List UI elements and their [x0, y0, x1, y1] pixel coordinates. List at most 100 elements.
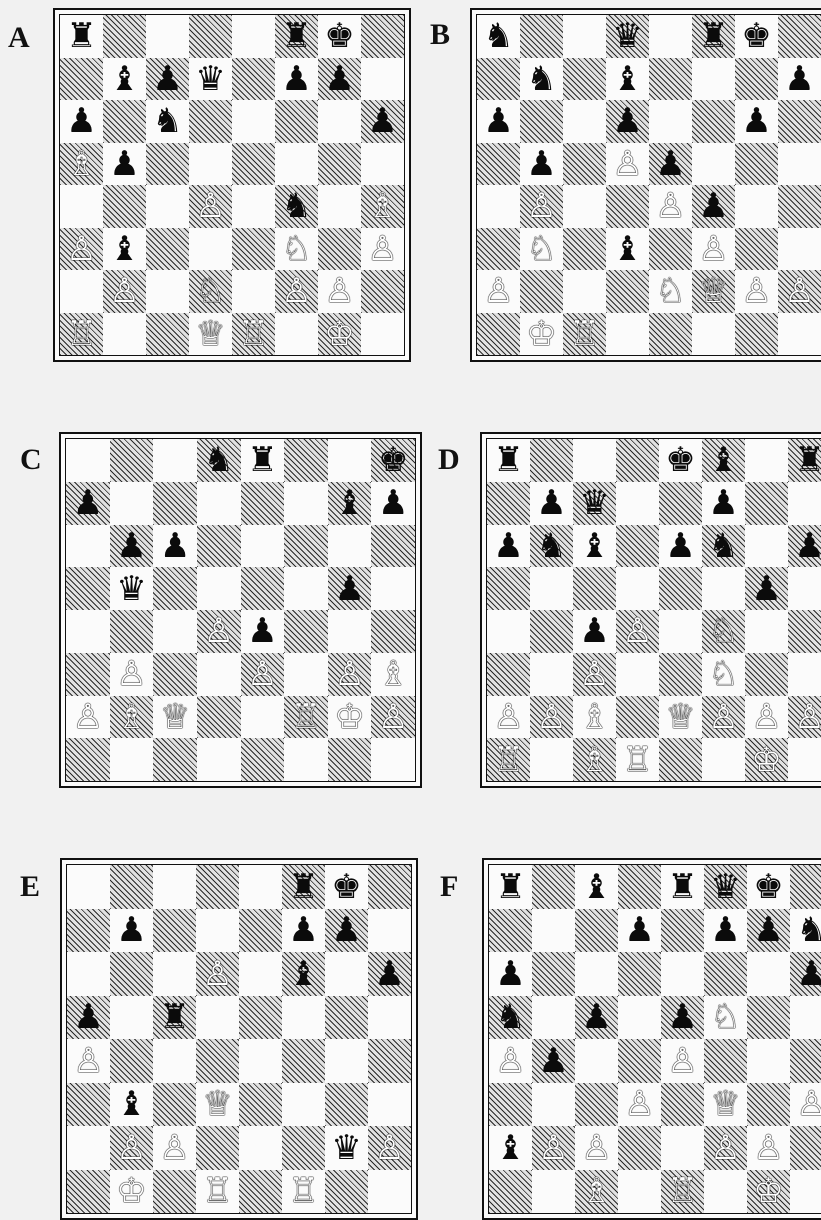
- board-square: ♙: [487, 696, 530, 739]
- board-square: [702, 567, 745, 610]
- board-square: [282, 1126, 325, 1170]
- white-pawn-icon: ♙: [495, 1044, 525, 1078]
- board-square: [532, 952, 575, 996]
- board-square: [735, 58, 778, 101]
- board-square: ♙: [318, 270, 361, 313]
- white-knight-icon: ♘: [708, 657, 738, 691]
- board-square: [189, 228, 232, 271]
- board-square: [649, 313, 692, 356]
- board-square: [318, 185, 361, 228]
- board-square: ♟: [745, 567, 788, 610]
- board-square: [778, 185, 821, 228]
- board-square: ♜: [153, 996, 196, 1040]
- board-square: ♙: [702, 696, 745, 739]
- chess-board: ♜♝♜♛♚♟♟♟♞♟♟♞♟♟♘♙♟♙♙♕♙♝♙♙♙♙♗♖♔: [482, 858, 821, 1220]
- board-square: [747, 952, 790, 996]
- board-square: [661, 909, 704, 953]
- board-square: ♙: [103, 270, 146, 313]
- white-knight-icon: ♘: [708, 614, 738, 648]
- board-square: ♙: [477, 270, 520, 313]
- board-square: ♟: [368, 952, 411, 996]
- chess-board: ♜♚♟♟♟♙♝♟♟♜♙♝♕♙♙♛♙♔♖♖: [60, 858, 418, 1220]
- board-square: [747, 1083, 790, 1127]
- white-king-icon: ♔: [116, 1174, 146, 1208]
- board-square: ♗: [361, 185, 404, 228]
- board-square: ♛: [704, 865, 747, 909]
- board-square: [67, 1126, 110, 1170]
- board-square: ♝: [606, 58, 649, 101]
- board-square: [110, 865, 153, 909]
- black-pawn-icon: ♟: [612, 104, 642, 138]
- board-square: [153, 482, 197, 525]
- board-square: [239, 1170, 282, 1214]
- black-pawn-icon: ♟: [698, 189, 728, 223]
- diagram-label: E: [20, 872, 40, 902]
- board-square: [790, 1170, 821, 1214]
- board-square: ♜: [487, 439, 530, 482]
- board-square: ♖: [563, 313, 606, 356]
- board-square: ♙: [489, 1039, 532, 1083]
- board-square: [232, 15, 275, 58]
- board-square: [616, 653, 659, 696]
- board-square: [275, 313, 318, 356]
- black-rook-icon: ♜: [247, 443, 277, 477]
- board-square: [232, 228, 275, 271]
- board-square: ♔: [520, 313, 563, 356]
- board-square: [520, 100, 563, 143]
- diagram-label: B: [430, 20, 450, 50]
- white-pawn-icon: ♙: [784, 274, 814, 308]
- board-square: [67, 1083, 110, 1127]
- board-square: [487, 610, 530, 653]
- board-square: [487, 567, 530, 610]
- board-square: ♙: [661, 1039, 704, 1083]
- board-square: [103, 313, 146, 356]
- white-queen-icon: ♕: [665, 700, 695, 734]
- black-pawn-icon: ♟: [741, 104, 771, 138]
- black-pawn-icon: ♟: [66, 104, 96, 138]
- board-square: ♕: [692, 270, 735, 313]
- white-pawn-icon: ♙: [483, 274, 513, 308]
- black-pawn-icon: ♟: [493, 529, 523, 563]
- black-bishop-icon: ♝: [288, 957, 318, 991]
- board-square: ♟: [659, 525, 702, 568]
- board-square: ♟: [477, 100, 520, 143]
- board-square: [146, 228, 189, 271]
- white-pawn-icon: ♙: [73, 1044, 103, 1078]
- board-square: [790, 1126, 821, 1170]
- board-square: ♚: [735, 15, 778, 58]
- board-square: [146, 15, 189, 58]
- board-square: ♙: [189, 185, 232, 228]
- black-pawn-icon: ♟: [73, 1000, 103, 1034]
- board-grid: ♞♜♚♟♝♟♟♟♛♟♙♟♙♙♙♗♙♗♕♖♔♙: [65, 438, 416, 782]
- board-square: ♙: [735, 270, 778, 313]
- white-bishop-icon: ♗: [579, 700, 609, 734]
- board-square: [60, 185, 103, 228]
- board-square: ♔: [318, 313, 361, 356]
- black-bishop-icon: ♝: [109, 62, 139, 96]
- black-pawn-icon: ♟: [334, 572, 364, 606]
- black-queen-icon: ♛: [612, 19, 642, 53]
- board-square: ♟: [520, 143, 563, 186]
- board-square: [284, 439, 328, 482]
- board-square: [563, 228, 606, 271]
- white-pawn-icon: ♙: [281, 274, 311, 308]
- black-bishop-icon: ♝: [581, 870, 611, 904]
- white-pawn-icon: ♙: [367, 232, 397, 266]
- black-pawn-icon: ♟: [374, 957, 404, 991]
- board-square: ♞: [530, 525, 573, 568]
- white-pawn-icon: ♙: [796, 1087, 821, 1121]
- board-square: [196, 1039, 239, 1083]
- white-pawn-icon: ♙: [73, 700, 103, 734]
- black-queen-icon: ♛: [331, 1131, 361, 1165]
- white-bishop-icon: ♗: [579, 743, 609, 777]
- board-square: [477, 228, 520, 271]
- board-square: [661, 1083, 704, 1127]
- board-square: [659, 482, 702, 525]
- board-square: [284, 567, 328, 610]
- board-square: ♙: [704, 1126, 747, 1170]
- board-square: [371, 738, 415, 781]
- board-square: [275, 100, 318, 143]
- board-square: [318, 100, 361, 143]
- white-rook-icon: ♖: [288, 1174, 318, 1208]
- board-square: ♗: [573, 738, 616, 781]
